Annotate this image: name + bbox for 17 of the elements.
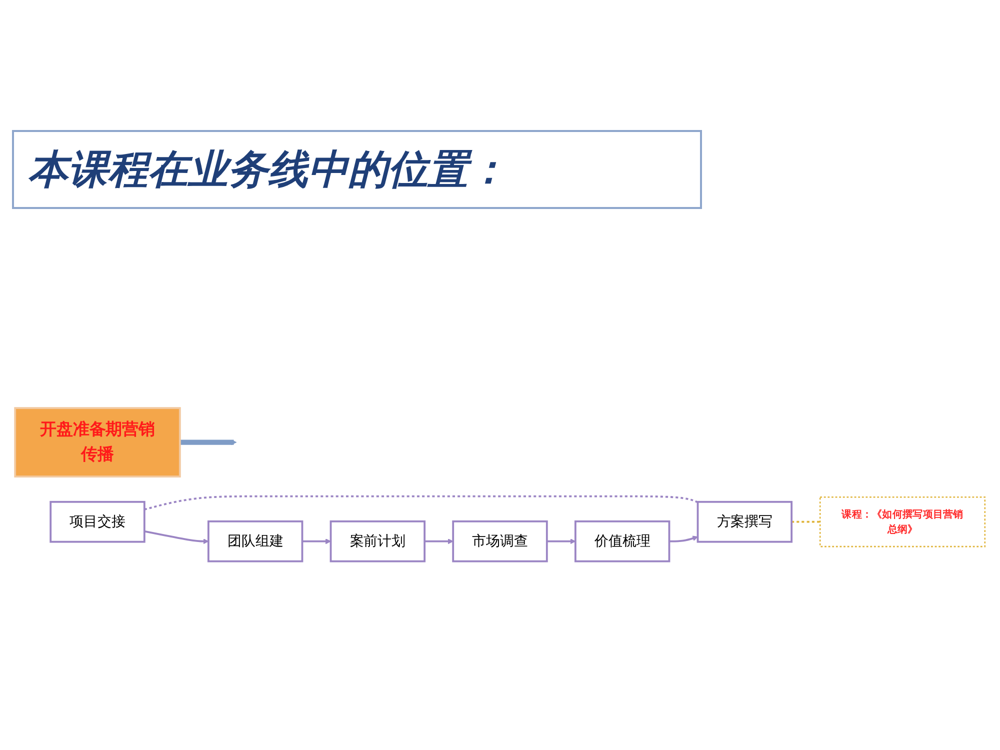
arrow bbox=[180, 440, 237, 446]
arrow bbox=[669, 536, 698, 543]
node-box: 课程：《如何撰写项目营销总纲》 bbox=[819, 496, 986, 548]
node-box: 价值梳理 bbox=[574, 520, 670, 563]
arrow bbox=[546, 538, 576, 544]
arrow bbox=[302, 538, 332, 544]
title: 本课程在业务线中的位置： bbox=[12, 130, 702, 209]
node-box: 市场调查 bbox=[452, 520, 548, 563]
node-box: 案前计划 bbox=[330, 520, 426, 563]
node-box: 项目交接 bbox=[50, 501, 146, 544]
connector bbox=[792, 521, 820, 524]
node-box: 开盘准备期营销传播 bbox=[14, 407, 181, 478]
arrow bbox=[144, 530, 209, 544]
connector bbox=[144, 496, 698, 511]
node-box: 方案撰写 bbox=[696, 501, 793, 544]
arrow bbox=[424, 538, 454, 544]
node-box: 团队组建 bbox=[207, 520, 304, 563]
